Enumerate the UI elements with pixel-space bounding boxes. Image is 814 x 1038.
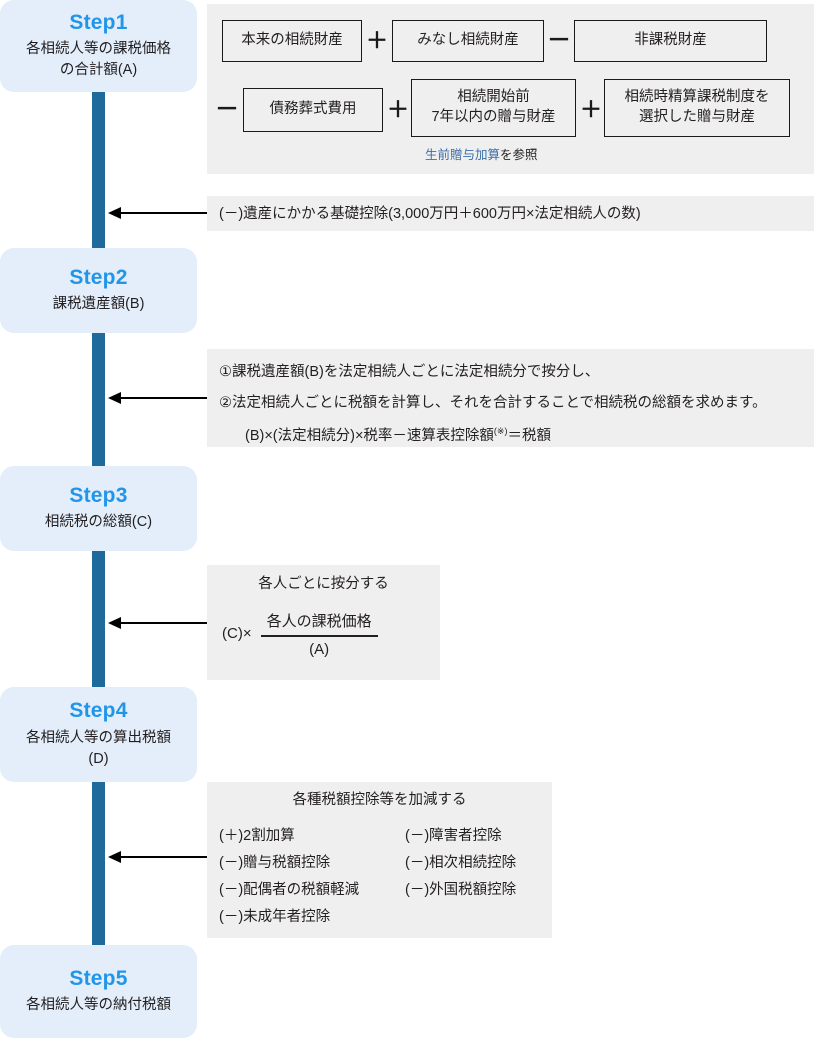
term-box-settlement-taxation-gifts: 相続時精算課税制度を 選択した贈与財産: [604, 79, 790, 137]
step-card-3[interactable]: Step3 相続税の総額(C): [0, 466, 197, 551]
fraction-denominator: (A): [309, 640, 330, 658]
operator-minus-1: －: [546, 20, 572, 62]
term-box-original-estate: 本来の相続財産: [222, 20, 362, 62]
operator-glyph: ＋: [579, 97, 602, 122]
step-5-title: Step5: [69, 966, 128, 990]
basic-deduction-text: (－)遺産にかかる基礎控除(3,000万円＋600万円×法定相続人の数): [219, 206, 641, 222]
operator-minus-2: －: [213, 84, 241, 136]
arrow-shaft: [119, 856, 207, 858]
lifetime-gift-addition-note[interactable]: 生前贈与加算を参照: [425, 144, 538, 163]
lifetime-gift-addition-link[interactable]: 生前贈与加算: [425, 148, 501, 162]
arrow-shaft: [119, 212, 207, 214]
flow-spine-2: [92, 326, 105, 476]
note-tail: を参照: [500, 148, 538, 162]
step-card-5[interactable]: Step5 各相続人等の納付税額: [0, 945, 197, 1038]
operator-plus-2: ＋: [385, 84, 411, 136]
formula-main: (B)×(法定相続分)×税率－速算表控除額: [245, 427, 494, 444]
term-box-deemed-estate: みなし相続財産: [392, 20, 544, 62]
flow-spine-1: [92, 86, 105, 256]
term-label: 非課税財産: [634, 32, 707, 49]
term-label: 本来の相続財産: [241, 32, 343, 49]
credit-item: (－)障害者控除: [405, 828, 502, 844]
arrow-shaft: [119, 622, 207, 624]
arrow-to-step3: [108, 392, 207, 404]
arrow-head: [108, 851, 121, 863]
step-4-subtitle: 各相続人等の算出税額 (D): [26, 729, 171, 767]
credit-item: (－)配偶者の税額軽減: [219, 882, 360, 898]
arrow-to-step4: [108, 617, 207, 629]
apportionment-heading: 各人ごとに按分する: [258, 576, 389, 592]
total-tax-calculation-panel: [207, 349, 814, 447]
total-tax-formula: (B)×(法定相続分)×税率－速算表控除額(※)＝税額: [245, 426, 551, 444]
step-1-title: Step1: [69, 10, 128, 34]
operator-glyph: ＋: [365, 28, 388, 53]
arrow-to-step2: [108, 207, 207, 219]
tax-credits-column-left: (＋)2割加算 (－)贈与税額控除 (－)配偶者の税額軽減 (－)未成年者控除: [219, 823, 359, 931]
arrow-head: [108, 207, 121, 219]
arrow-to-step5: [108, 851, 207, 863]
operator-glyph: －: [547, 27, 571, 54]
step-5-subtitle: 各相続人等の納付税額: [26, 997, 171, 1014]
credit-item: (－)贈与税額控除: [219, 855, 331, 871]
term-box-debts-funeral: 債務葬式費用: [243, 88, 383, 132]
arrow-head: [108, 392, 121, 404]
formula-tail: ＝税額: [507, 427, 551, 444]
operator-plus-1: ＋: [364, 20, 390, 62]
apportionment-formula: (C)× 各人の課税価格 (A): [222, 610, 378, 658]
flow-spine-4: [92, 765, 105, 945]
tax-credits-heading: 各種税額控除等を加減する: [292, 792, 467, 808]
step-2-subtitle: 課税遺産額(B): [52, 296, 145, 313]
term-label: みなし相続財産: [417, 32, 519, 49]
credit-item: (＋)2割加算: [219, 828, 295, 844]
formula-lead: (C)×: [222, 625, 252, 643]
step-3-subtitle: 相続税の総額(C): [44, 514, 153, 531]
fraction-bar: [260, 635, 378, 637]
step-4-title: Step4: [69, 699, 128, 723]
flow-spine-3: [92, 545, 105, 695]
term-label-line2: 選択した贈与財産: [639, 109, 755, 125]
term-box-nontaxable-property: 非課税財産: [574, 20, 767, 62]
operator-glyph: ＋: [386, 97, 409, 122]
formula-footnote-marker: (※): [493, 426, 508, 436]
tax-credits-column-right: (－)障害者控除 (－)相次相続控除 (－)外国税額控除: [405, 823, 516, 904]
arrow-head: [108, 617, 121, 629]
term-label-line1: 相続時精算課税制度を: [624, 89, 770, 106]
operator-glyph: －: [215, 96, 239, 123]
credit-item: (－)未成年者控除: [219, 909, 331, 925]
tax-credits-panel: [207, 782, 552, 938]
step-card-4[interactable]: Step4 各相続人等の算出税額 (D): [0, 687, 197, 782]
credit-item: (－)相次相続控除: [405, 855, 517, 871]
basic-deduction-panel: [207, 196, 814, 231]
term-label-line1: 相続開始前: [457, 89, 530, 106]
term-label-line2: 7年以内の贈与財産: [431, 109, 556, 125]
step-2-title: Step2: [69, 265, 128, 289]
total-tax-line-1: ①課税遺産額(B)を法定相続人ごとに法定相続分で按分し、: [219, 364, 600, 380]
step-card-2[interactable]: Step2 課税遺産額(B): [0, 248, 197, 333]
operator-plus-3: ＋: [578, 84, 604, 136]
step-card-1[interactable]: Step1 各相続人等の課税価格 の合計額(A): [0, 0, 197, 92]
term-box-gifts-within-7-years: 相続開始前 7年以内の贈与財産: [411, 79, 576, 137]
total-tax-line-2: ②法定相続人ごとに税額を計算し、それを合計することで相続税の総額を求めます。: [219, 395, 767, 411]
step-3-title: Step3: [69, 483, 128, 507]
term-label: 債務葬式費用: [269, 101, 357, 118]
apportionment-panel: [207, 565, 440, 680]
fraction-stack: 各人の課税価格 (A): [260, 610, 378, 658]
step-1-subtitle: 各相続人等の課税価格 の合計額(A): [26, 41, 171, 79]
credit-item: (－)外国税額控除: [405, 882, 517, 898]
fraction-numerator: 各人の課税価格: [266, 613, 372, 630]
arrow-shaft: [119, 397, 207, 399]
